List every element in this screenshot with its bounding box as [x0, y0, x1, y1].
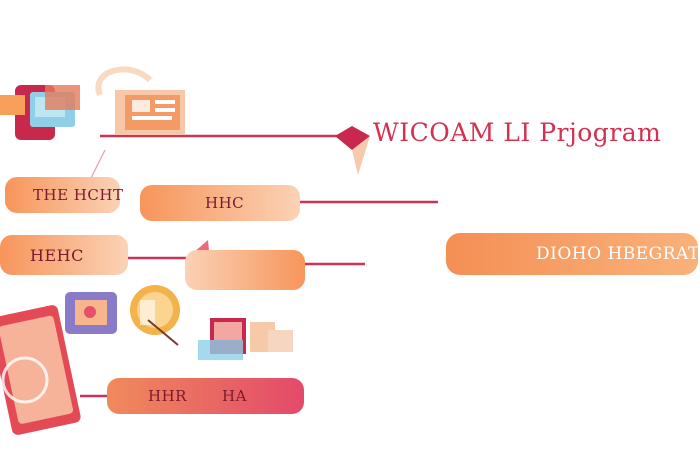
arrow-head-icon	[335, 126, 370, 150]
pill-left-mid-bg	[0, 235, 128, 275]
pill-right-bg	[446, 233, 698, 275]
pill-bottom-left-label: HHR	[148, 387, 187, 405]
pill-mid-top[interactable]: HHC	[205, 189, 244, 217]
pill-bottom-right-label: HA	[222, 387, 247, 405]
pill-shapes	[0, 177, 698, 414]
gallery-cards-icon	[198, 318, 293, 360]
document-stack-icon	[115, 90, 185, 135]
pill-bottom-bg	[107, 378, 304, 414]
pill-mid-right-bg	[185, 250, 305, 290]
pill-mid-top-bg	[140, 185, 300, 221]
pill-left-top-label: THE HCHT	[33, 186, 124, 204]
page-title: WICOAM LI Prjogram	[373, 118, 662, 147]
pill-right-label: DIOHO HBEGRAT	[536, 244, 700, 264]
pill-left-top-bg	[5, 177, 120, 213]
pill-bottom-left[interactable]: HHR	[148, 382, 187, 410]
map-pin-icon	[130, 285, 180, 346]
connector-lines	[79, 134, 438, 398]
pill-bottom-right[interactable]: HA	[222, 382, 247, 410]
photo-card-icon	[0, 85, 80, 140]
pill-left-top[interactable]: THE HCHT	[33, 181, 123, 209]
pill-left-mid[interactable]: HEHC	[30, 241, 84, 269]
pill-left-mid-label: HEHC	[30, 245, 84, 265]
pill-mid-top-label: HHC	[205, 194, 245, 212]
swirl-icon	[95, 66, 153, 97]
tablet-icon	[0, 305, 81, 435]
pill-right[interactable]: DIOHO HBEGRAT	[536, 240, 700, 268]
calendar-card-icon	[65, 292, 117, 334]
